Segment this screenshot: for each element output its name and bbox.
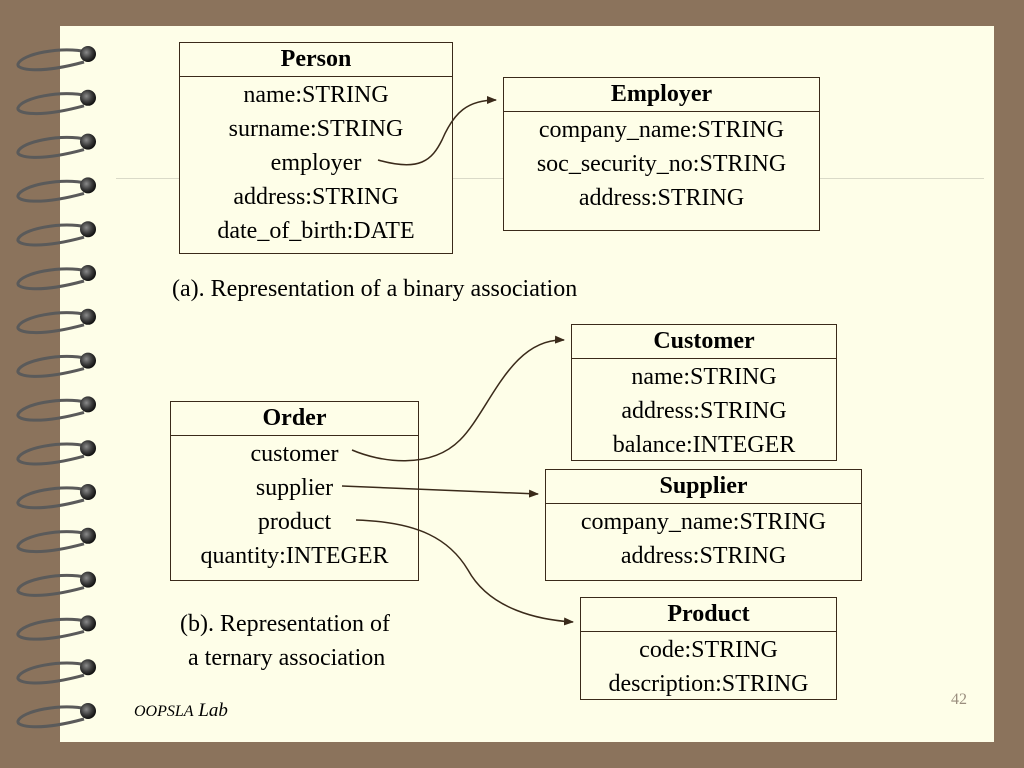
class-supplier: Supplier company_name:STRING address:STR… [545,469,862,581]
spiral-ring [16,267,89,291]
spiral-ring [16,179,89,203]
class-customer: Customer name:STRING address:STRING bala… [571,324,837,461]
spiral-ring [16,530,89,554]
product-attr-code: code:STRING [639,637,778,663]
employer-attr-soc-security-no: soc_security_no:STRING [536,151,787,177]
binding-hole [80,46,96,62]
supplier-attr-address: address:STRING [620,543,787,569]
spiral-ring [16,574,89,597]
arrow-order-product [355,519,574,626]
spiral-ring [16,705,89,729]
spiral-ring [16,223,89,247]
supplier-attr-company-name: company_name:STRING [580,509,827,535]
class-order: Order customer supplier product quantity… [170,401,419,581]
person-attr-surname: surname:STRING [228,116,404,142]
spiral-ring [16,442,89,466]
binding-hole [80,703,96,719]
spiral-ring [16,136,89,159]
order-attr-supplier: supplier [255,475,334,501]
spiral-ring [16,617,89,641]
footer-lab-label: OOPSLA Lab [134,700,228,722]
binding-hole [80,615,96,632]
class-employer-name: Employer [504,78,819,112]
product-attr-description: description:STRING [608,671,809,697]
binding-hole [80,221,96,238]
binding-hole [80,308,96,325]
class-person: Person name:STRING surname:STRING employ… [179,42,453,254]
order-attr-customer: customer [250,441,339,467]
class-order-name: Order [171,402,418,436]
spiral-ring [16,311,89,335]
customer-attr-address: address:STRING [621,398,787,424]
class-customer-name: Customer [572,325,836,359]
caption-ternary-line2: a ternary association [188,645,386,671]
class-supplier-name: Supplier [546,470,861,504]
spiral-ring [16,398,89,422]
person-attr-employer: employer [270,150,362,176]
arrow-order-customer [351,335,565,462]
binding-hole [80,484,96,500]
spiral-binding [16,46,96,729]
customer-attr-balance: balance:INTEGER [612,432,796,458]
class-person-name: Person [180,43,452,77]
spiral-ring [16,661,89,685]
spiral-ring [16,48,89,72]
caption-binary-association: (a). Representation of a binary associat… [172,276,578,302]
spiral-ring [16,486,89,510]
binding-hole [80,396,96,413]
order-attr-quantity: quantity:INTEGER [200,543,389,569]
class-product: Product code:STRING description:STRING [580,597,837,700]
person-attr-address: address:STRING [233,184,399,210]
customer-attr-name: name:STRING [631,364,777,390]
binding-hole [80,352,96,369]
binding-hole [80,265,96,281]
binding-hole [80,177,96,194]
binding-hole [80,440,96,457]
arrow-person-employer [377,96,497,166]
person-attr-name: name:STRING [243,82,389,108]
binding-hole [80,527,96,544]
employer-attr-address: address:STRING [578,185,745,211]
employer-attr-company-name: company_name:STRING [538,117,785,143]
binding-hole [80,133,96,150]
class-product-name: Product [581,598,836,632]
binding-hole [80,89,96,106]
footer-lab-suffix: Lab [198,700,228,721]
person-attr-date-of-birth: date_of_birth:DATE [217,218,415,244]
footer-lab-name: OOPSLA [134,703,194,720]
arrow-order-supplier [341,485,539,498]
class-employer: Employer company_name:STRING soc_securit… [503,77,820,231]
caption-ternary-line1: (b). Representation of [180,611,390,637]
binding-hole [80,659,96,676]
page-number: 42 [951,691,967,708]
spiral-ring [16,355,89,378]
order-attr-product: product [257,509,332,535]
spiral-ring [16,92,89,116]
binding-hole [80,571,96,588]
